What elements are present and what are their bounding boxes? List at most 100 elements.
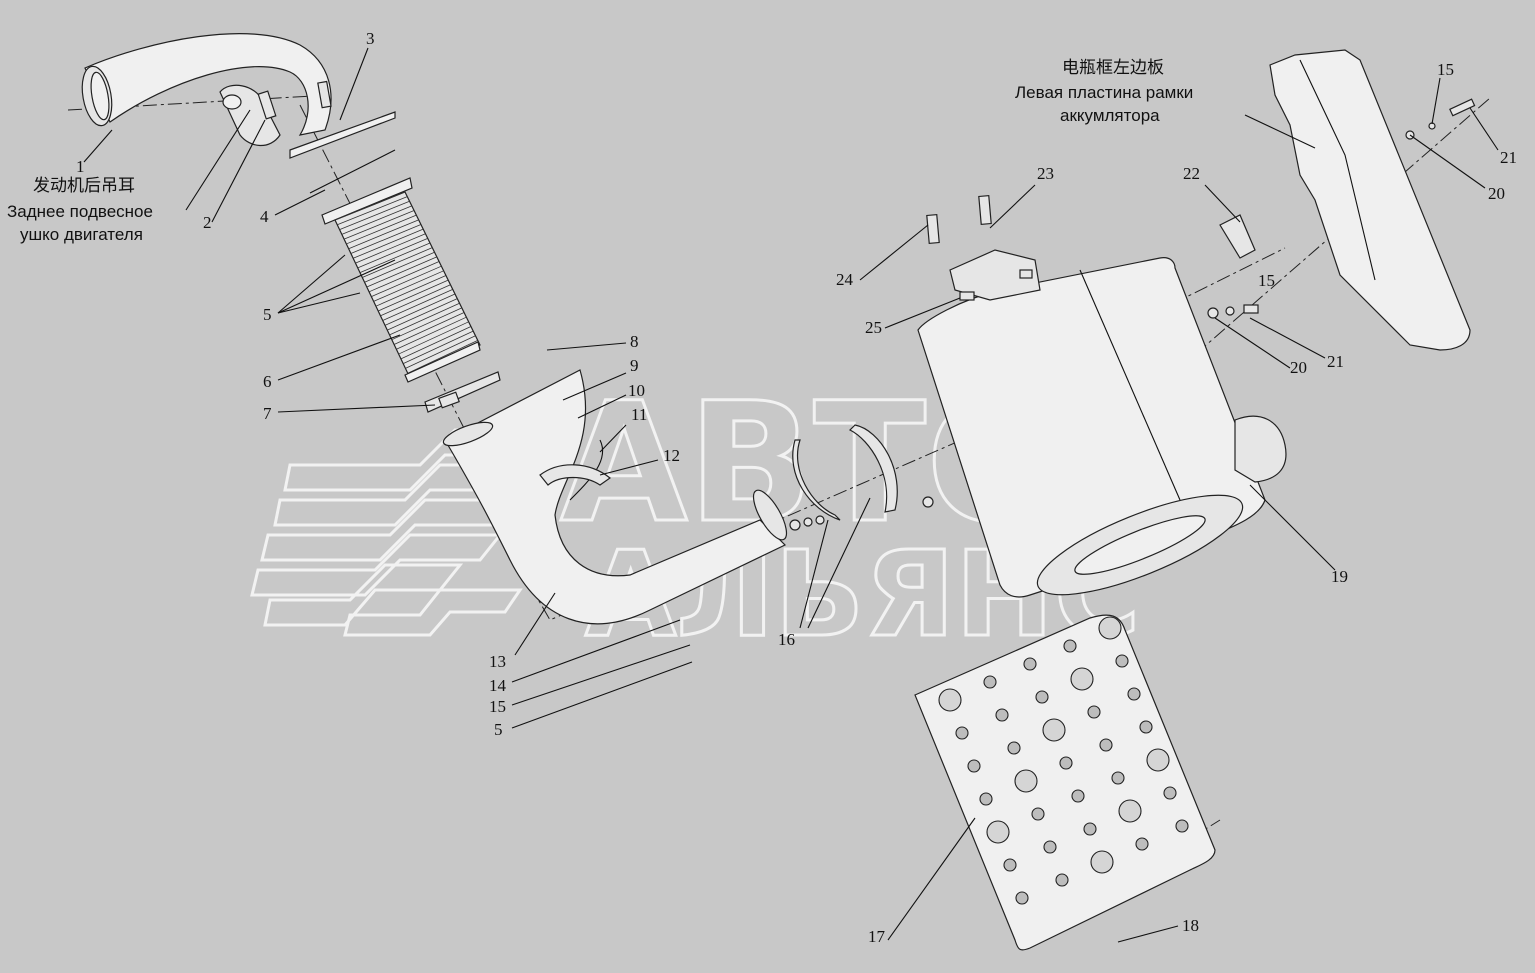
callout-15-mid: 15 [1258,271,1275,290]
callout-18: 18 [1182,916,1199,935]
callout-12: 12 [663,446,680,465]
shield-hole [1071,789,1085,803]
shield-hole [1059,756,1073,770]
bellows-rib [375,275,447,307]
callout-11: 11 [631,405,647,424]
callout-3: 3 [366,29,375,48]
heat-shield [914,614,1216,951]
callout-1: 1 [76,157,85,176]
shield-hole [1135,837,1149,851]
bellows-rib [366,256,437,288]
callout-21-right: 21 [1500,148,1517,167]
shield-hole [1063,639,1077,653]
shield-hole [1014,769,1038,793]
shield-hole [955,726,969,740]
callout-4: 4 [260,207,269,226]
shield-hole [1015,891,1029,905]
bellows-rib [373,270,444,302]
shield-hole [1003,858,1017,872]
bellows-rib [384,293,456,326]
flange-gasket [289,80,396,194]
callout-20-right: 20 [1488,184,1505,203]
callout-6: 6 [263,372,272,391]
bellows-rib [391,307,462,341]
callout-21-mid: 21 [1327,352,1344,371]
callout-5-bottom: 5 [494,720,503,739]
small-bracket-22 [1219,214,1256,259]
shield-hole [1070,667,1094,691]
flex-bellows [321,177,481,383]
bellows-rib [393,312,465,345]
callout-7: 7 [263,404,272,423]
callout-23: 23 [1037,164,1054,183]
bellows-rib [387,298,458,331]
shield-hole [1115,654,1129,668]
bellows-rib [357,237,428,269]
callout-22: 22 [1183,164,1200,183]
bellows-rib [398,321,469,355]
engine-bracket [219,84,281,147]
bellows-rib [355,233,426,264]
bellows-rib [334,191,406,221]
bellows-rib [353,228,424,259]
bellows-rib [382,288,453,321]
main-exhaust-pipe [442,369,788,625]
bellows-rib [364,251,435,283]
note-engine-ear-ru-1: Заднее подвесное [7,202,153,221]
callout-9: 9 [630,356,639,375]
bellows-rib [339,200,410,230]
bellows-rib [346,214,417,245]
note-engine-ear-ru-2: ушко двигателя [20,225,143,244]
bellows-rib [362,247,433,278]
bellows-rib [407,340,478,374]
callout-15-left: 15 [489,697,506,716]
bellows-rib [348,219,419,250]
callout-25: 25 [865,318,882,337]
shield-hole [1042,718,1066,742]
shield-hole [938,688,962,712]
bellows-rib [405,335,476,369]
leader-lines [83,47,1499,943]
callout-20-mid: 20 [1290,358,1307,377]
shield-hole [979,792,993,806]
bellows-rib [371,265,442,297]
note-battery-plate-ru-2: аккумлятора [1060,106,1160,125]
bellows-rib [368,261,440,293]
callout-19: 19 [1331,567,1348,586]
callout-13: 13 [489,652,506,671]
mount-bolts [926,194,992,245]
callout-8: 8 [630,332,639,351]
note-battery-plate-cn: 电瓶框左边板 [1062,58,1164,77]
shield-hole [1127,687,1141,701]
bellows-rib [359,242,431,274]
callout-5-top: 5 [263,305,272,324]
exhaust-elbow-pipe [81,33,332,136]
shield-hole [1099,738,1113,752]
shield-hole [1146,748,1170,772]
callout-2: 2 [203,213,212,232]
shield-hole [986,820,1010,844]
right-fasteners [1207,98,1476,319]
shield-hole [1083,822,1097,836]
note-battery-plate-ru-1: Левая пластина рамки [1015,83,1193,102]
shield-hole [1043,840,1057,854]
shield-hole [1175,819,1189,833]
bellows-rib [403,330,474,364]
callout-10: 10 [628,381,645,400]
bellows-rib [341,205,412,235]
note-engine-ear: 发动机后吊耳 Заднее подвесное ушко двигателя [7,176,153,244]
shield-hole [983,675,997,689]
callout-14: 14 [489,676,507,695]
callout-17: 17 [868,927,886,946]
shield-hole [1090,850,1114,874]
note-battery-plate: 电瓶框左边板 Левая пластина рамки аккумлятора [1015,58,1193,125]
shield-hole [1139,720,1153,734]
shield-hole [995,708,1009,722]
clamp-ring [424,371,501,413]
shield-hole [1007,741,1021,755]
battery-frame-plate [1269,49,1471,351]
bellows-rib [337,196,408,226]
bellows-rib [380,284,451,317]
